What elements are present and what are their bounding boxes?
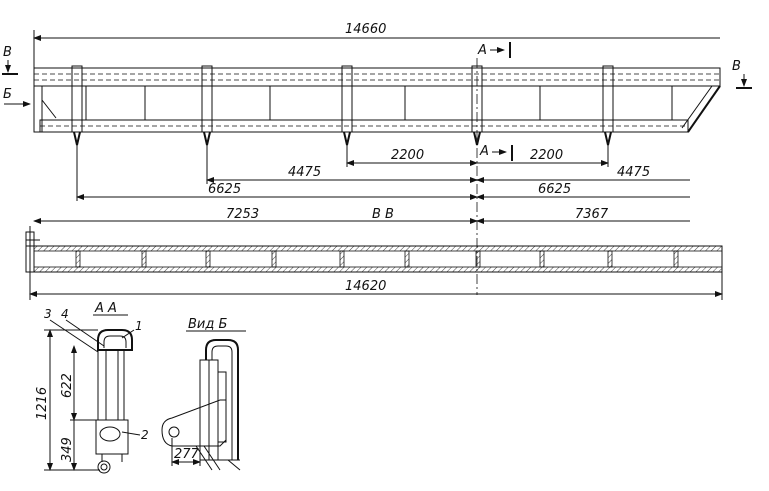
post-hole: [99, 426, 121, 442]
section-aa-title: А А: [94, 301, 117, 316]
dim-4475-left: 4475: [288, 165, 321, 180]
left-end-plate: [33, 85, 43, 133]
part-3-label: 3: [44, 307, 52, 321]
dim-349: 349: [60, 437, 75, 462]
dim-2200-left: 2200: [391, 148, 424, 163]
plan-bottom-flange: [33, 266, 723, 273]
stanchion-2: [201, 65, 213, 146]
part-4-label: 4: [61, 307, 69, 321]
dim-6625-left: 6625: [208, 182, 241, 197]
posts: [85, 86, 673, 120]
dim-overall-plan: 14620: [345, 279, 386, 294]
dim-1216: 1216: [35, 387, 50, 420]
dim-overall-elevation: 14660: [345, 22, 386, 37]
section-a-label-top: А: [477, 43, 487, 58]
section-a-label-bottom: А: [479, 144, 489, 159]
dim-4475-right: 4475: [617, 165, 650, 180]
top-chord: [33, 67, 721, 87]
plan-title: В В: [372, 207, 394, 222]
view-b-post-head: [205, 339, 239, 460]
part-2-label: 2: [141, 428, 149, 442]
stanchion-3: [341, 65, 353, 146]
section-aa: А А 3 4 1 2 1216 622 349: [35, 301, 149, 474]
dim-7253: 7253: [226, 207, 259, 222]
section-b-label-right: В: [732, 59, 741, 74]
elevation-view: 14660: [2, 22, 752, 295]
dim-7367: 7367: [575, 207, 609, 222]
dim-2200-right: 2200: [530, 148, 563, 163]
view-b-bracket: [161, 399, 227, 447]
pin-inner: [100, 463, 108, 471]
plan-top-flange: [33, 245, 723, 252]
view-b-title: Вид Б: [188, 317, 227, 332]
section-b-label-left: В: [3, 45, 12, 60]
stanchion-5: [602, 65, 614, 146]
post-shaft: [97, 349, 125, 421]
view-b: Вид Б 277: [161, 317, 246, 471]
view-b-label: Б: [3, 87, 12, 102]
plan-diaphragms: [75, 250, 679, 268]
stanchion-1: [71, 65, 83, 146]
dim-622: 622: [60, 373, 75, 398]
post-base: [95, 419, 129, 455]
pin-outer: [97, 460, 111, 474]
post-head: [97, 329, 133, 351]
dim-6625-right: 6625: [538, 182, 571, 197]
end-brace: [687, 85, 721, 133]
view-b-hole: [168, 426, 180, 438]
plan-view: В В 7253 7367 14620: [25, 207, 723, 300]
part-1-label: 1: [135, 319, 143, 333]
dim-277: 277: [174, 447, 200, 462]
